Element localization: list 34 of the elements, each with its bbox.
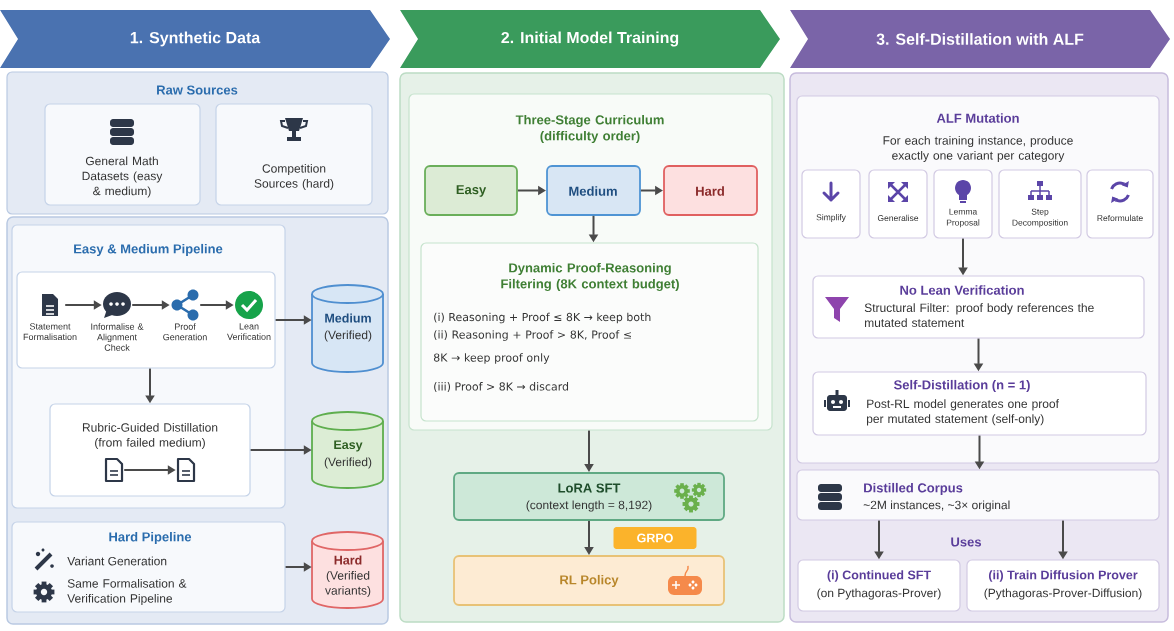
category-card: Generalise [868, 169, 928, 239]
step-label: Statement Formalisation [23, 323, 77, 341]
document-icon [104, 457, 124, 483]
process-box: Medium [546, 165, 641, 216]
category-card: Reformulate [1086, 169, 1154, 239]
document-icon [176, 457, 196, 483]
process-box: Easy [424, 165, 518, 216]
step-label: Informalise & Alignment Check [91, 323, 144, 351]
process-box: Hard [663, 165, 758, 216]
process-box: Hard Pipeline Variant Generation Same Formalisation & Verification Pipeline [11, 521, 286, 613]
section-heading: Uses [951, 537, 981, 547]
database-cylinder: Easy (Verified) [311, 411, 384, 489]
section-banner: 1. Synthetic Data [0, 10, 390, 68]
process-box: Distilled Corpus ~2M instances, ~3× original [796, 469, 1160, 521]
process-box: (ii) Train Diffusion Prover (Pythagoras-Prover-Diffusion) [966, 559, 1160, 612]
process-box: General Math Datasets (easy & medium) [44, 103, 201, 206]
process-box: Dynamic Proof-Reasoning Filtering (8K context budget) (i) Reasoning + Proof ≤ 8K → keep both (ii) Reasoning + Proof > 8K, Proof ≤ 8K → keep proof only (iii) Proof > 8K → discard [420, 242, 759, 422]
step-label: Proof Generation [163, 323, 207, 341]
category-card: Step Decomposition [998, 169, 1082, 239]
process-box: Rubric-Guided Distillation (from failed medium) [49, 403, 251, 497]
process-box: No Lean Verification Structural Filter: proof body references the mutated statement [812, 275, 1145, 339]
process-box: Competition Sources (hard) [215, 103, 373, 206]
section-banner: 3. Self-Distillation with ALF [790, 10, 1170, 68]
process-box: (i) Continued SFT (on Pythagoras-Prover) [797, 559, 961, 612]
process-box: RL Policy [453, 555, 725, 606]
category-card: Lemma Proposal [933, 169, 993, 239]
process-box [16, 271, 276, 369]
process-box: Self-Distillation (n = 1) Post-RL model generates one proof per mutated statement (self-only) [812, 371, 1147, 436]
database-cylinder: Medium (Verified) [311, 284, 384, 373]
database-cylinder: Hard (Verified variants) [311, 531, 384, 609]
process-box: LoRA SFT (context length = 8,192) [453, 472, 725, 521]
category-card: Simplify [801, 169, 861, 239]
step-label: Lean Verification [227, 323, 271, 340]
section-banner: 2. Initial Model Training [400, 10, 780, 68]
